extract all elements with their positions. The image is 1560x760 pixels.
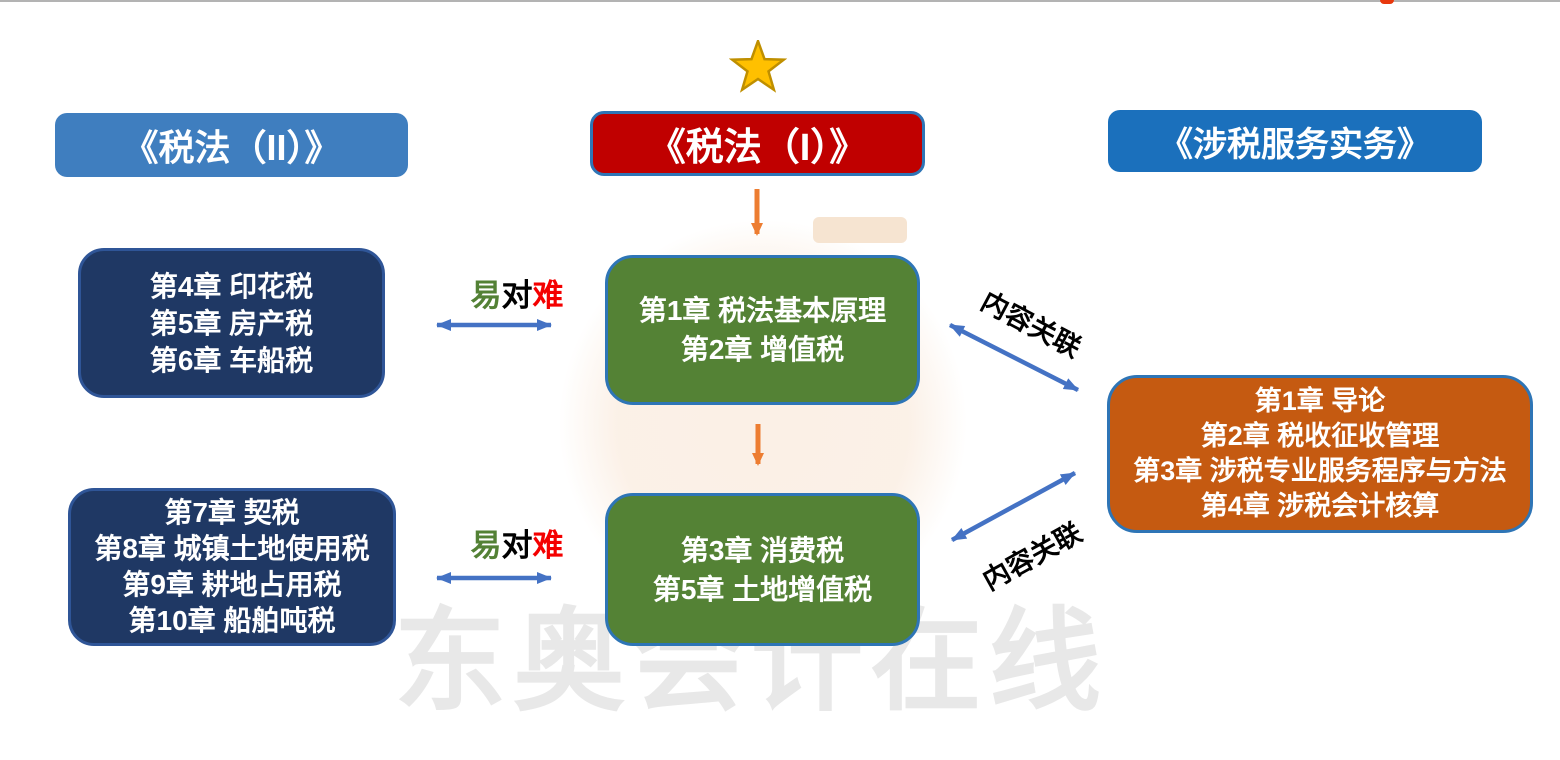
chapter-line: 第8章 城镇土地使用税 — [94, 533, 370, 564]
chapter-line: 第10章 船舶吨税 — [128, 605, 336, 636]
vs-char: 对 — [501, 278, 533, 313]
chapter-line: 第4章 涉税会计核算 — [1200, 491, 1440, 521]
chapter-line: 第7章 契税 — [164, 497, 300, 528]
arrow-content-link-top — [948, 322, 1080, 393]
watermark-logo-fragment — [813, 217, 907, 243]
header-tax-services: 《涉税服务实务》 — [1108, 110, 1482, 172]
chapter-box-tax2-top: 第4章 印花税 第5章 房产税 第6章 车船税 — [78, 248, 385, 398]
corner-accent-shape — [1380, 0, 1394, 4]
hard-char: 难 — [532, 528, 564, 563]
arrow-content-link-bottom — [950, 471, 1077, 542]
star-icon — [729, 40, 787, 93]
chapter-line: 第2章 增值税 — [680, 334, 845, 365]
relation-label-easy-vs-hard-top: 易对难 — [452, 270, 582, 315]
header-tax-law-2: 《税法（II）》 — [55, 113, 408, 177]
easy-char: 易 — [470, 528, 502, 563]
relation-label-easy-vs-hard-bottom: 易对难 — [452, 520, 582, 565]
chapter-line: 第9章 耕地占用税 — [122, 569, 342, 600]
hard-char: 难 — [532, 278, 564, 313]
star-shape — [729, 40, 787, 93]
chapter-box-services: 第1章 导论 第2章 税收征收管理 第3章 涉税专业服务程序与方法 第4章 涉税… — [1107, 375, 1533, 533]
easy-char: 易 — [470, 278, 502, 313]
chapter-line: 第5章 房产税 — [149, 307, 314, 339]
chapter-line: 第3章 消费税 — [680, 534, 845, 566]
chapter-line: 第4章 印花税 — [149, 270, 314, 302]
chapter-line: 第1章 税法基本原理 — [638, 295, 887, 326]
chapter-line: 第5章 土地增值税 — [652, 573, 873, 605]
chapter-box-tax1-top: 第1章 税法基本原理 第2章 增值税 — [605, 255, 920, 405]
chapter-box-tax2-bottom: 第7章 契税 第8章 城镇土地使用税 第9章 耕地占用税 第10章 船舶吨税 — [68, 488, 396, 646]
chapter-line: 第6章 车船税 — [149, 344, 314, 376]
chapter-line: 第1章 导论 — [1254, 386, 1386, 416]
chapter-line: 第3章 涉税专业服务程序与方法 — [1133, 456, 1507, 486]
vs-char: 对 — [501, 528, 533, 563]
chapter-box-tax1-bottom: 第3章 消费税 第5章 土地增值税 — [605, 493, 920, 646]
chapter-line: 第2章 税收征收管理 — [1200, 421, 1440, 451]
header-tax-law-1: 《税法（I）》 — [590, 111, 925, 176]
top-border-line — [0, 0, 1560, 2]
